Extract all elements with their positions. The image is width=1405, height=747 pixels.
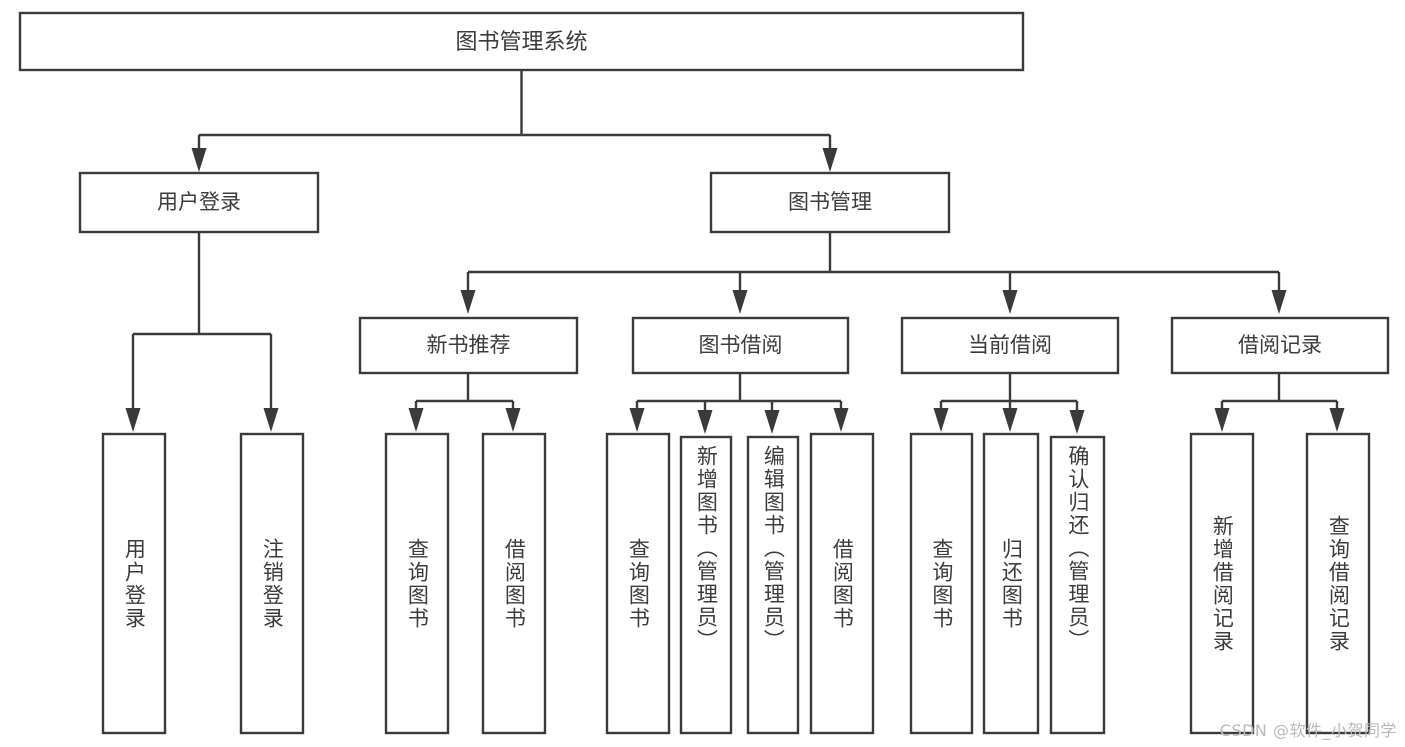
arrow-head-icon xyxy=(1002,408,1018,432)
arrow-head-icon xyxy=(833,408,849,432)
node-borrow-record-label: 借阅记录 xyxy=(1238,333,1322,357)
arrow-head-icon xyxy=(1069,410,1085,434)
connector-book-borrow-to-leaves xyxy=(629,373,849,434)
node-user-login-label: 用户登录 xyxy=(157,190,241,214)
arrow-head-icon xyxy=(764,410,780,434)
node-leaf-query-record-box[interactable] xyxy=(1305,432,1371,735)
node-book-borrow-box[interactable] xyxy=(631,316,850,375)
node-root[interactable]: 图书管理系统 xyxy=(18,11,1025,72)
node-user-login[interactable]: 用户登录 xyxy=(78,171,320,234)
node-borrow-record-box[interactable] xyxy=(1170,316,1390,375)
connector-book-management-to-level3 xyxy=(460,232,1287,314)
arrow-head-icon xyxy=(697,410,713,434)
node-leaf-query-book-1-box[interactable] xyxy=(384,432,450,735)
node-current-borrow-label: 当前借阅 xyxy=(968,333,1052,357)
arrow-head-icon xyxy=(933,408,949,432)
node-leaf-return-book-box[interactable] xyxy=(982,432,1040,735)
node-book-management[interactable]: 图书管理 xyxy=(709,171,951,234)
arrow-head-icon xyxy=(125,408,141,432)
node-leaf-user-login-box[interactable] xyxy=(101,432,167,735)
arrow-head-icon xyxy=(1002,290,1018,314)
arrow-head-icon xyxy=(408,408,424,432)
node-root-label: 图书管理系统 xyxy=(455,30,587,55)
node-current-borrow-box[interactable] xyxy=(900,316,1120,375)
connector-new-book-recommend-to-leaves xyxy=(408,373,521,432)
node-leaf-query-book-2-box[interactable] xyxy=(605,432,671,735)
node-borrow-record[interactable]: 借阅记录 xyxy=(1170,316,1390,375)
node-leaf-query-book-3-box[interactable] xyxy=(909,432,974,735)
node-user-login-box[interactable] xyxy=(78,171,320,234)
arrow-head-icon xyxy=(1329,408,1345,432)
node-leaf-add-record-box[interactable] xyxy=(1189,432,1255,735)
node-leaf-confirm-return-box[interactable] xyxy=(1049,435,1106,735)
arrow-head-icon xyxy=(460,290,476,314)
arrow-head-icon xyxy=(822,148,838,172)
connector-current-borrow-to-leaves xyxy=(933,373,1085,434)
node-book-borrow[interactable]: 图书借阅 xyxy=(631,316,850,375)
node-book-borrow-label: 图书借阅 xyxy=(699,333,783,357)
node-new-book-recommend[interactable]: 新书推荐 xyxy=(358,316,579,375)
connector-borrow-record-to-leaves xyxy=(1214,373,1345,432)
arrow-head-icon xyxy=(263,408,279,432)
node-book-management-box[interactable] xyxy=(709,171,951,234)
arrow-head-icon xyxy=(1271,290,1287,314)
connector-user-login-to-leaves xyxy=(125,232,279,432)
node-new-book-recommend-label: 新书推荐 xyxy=(427,333,511,357)
node-new-book-recommend-box[interactable] xyxy=(358,316,579,375)
node-book-management-label: 图书管理 xyxy=(788,190,872,214)
node-leaf-add-book-box[interactable] xyxy=(679,435,733,735)
node-leaf-borrow-book-1-box[interactable] xyxy=(481,432,547,735)
arrow-head-icon xyxy=(629,408,645,432)
node-leaf-logout-box[interactable] xyxy=(239,432,305,735)
node-leaf-edit-book-box[interactable] xyxy=(746,435,800,735)
connector-root-to-level2 xyxy=(191,70,838,172)
node-leaf-borrow-book-2-box[interactable] xyxy=(809,432,875,735)
arrow-head-icon xyxy=(1214,408,1230,432)
node-root-box[interactable] xyxy=(18,11,1025,72)
arrow-head-icon xyxy=(505,408,521,432)
node-current-borrow[interactable]: 当前借阅 xyxy=(900,316,1120,375)
arrow-head-icon xyxy=(191,148,207,172)
arrow-head-icon xyxy=(732,290,748,314)
